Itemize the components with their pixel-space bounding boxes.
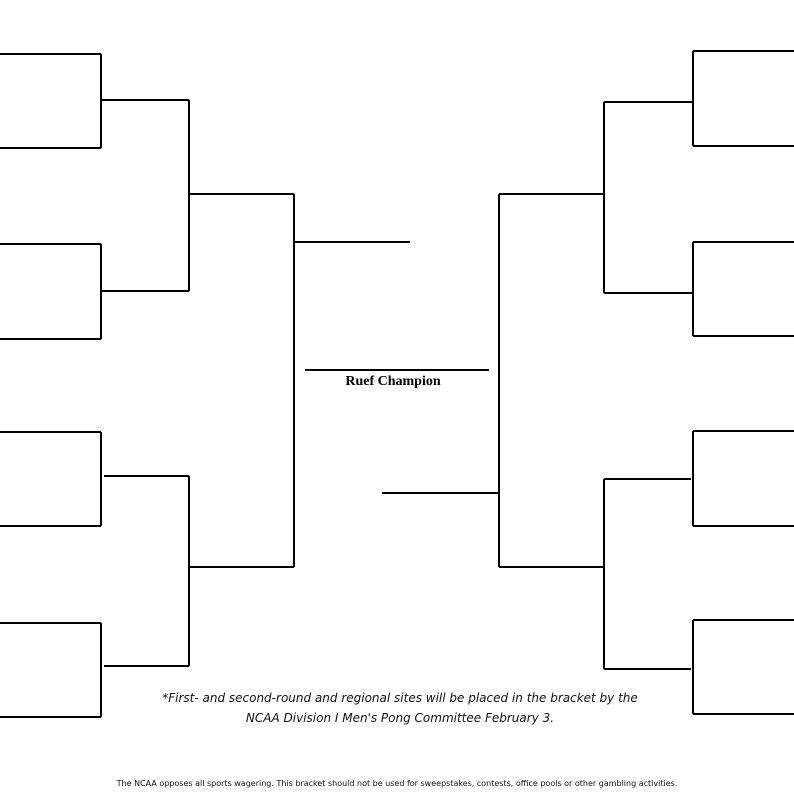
footnote-line-1: *First- and second-round and regional si… bbox=[162, 691, 638, 705]
footnote-line-2: NCAA Division I Men's Pong Committee Feb… bbox=[245, 711, 555, 725]
champion-label: Ruef Champion bbox=[345, 374, 441, 389]
wagering-disclaimer: The NCAA opposes all sports wagering. Th… bbox=[116, 779, 678, 788]
